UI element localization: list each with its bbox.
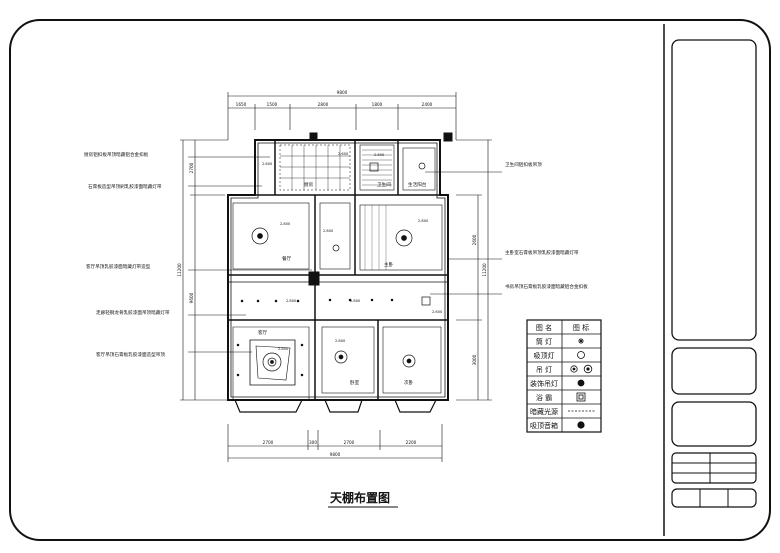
chandelier-icon xyxy=(334,350,348,364)
dim-bottom-1: 2700 xyxy=(263,440,274,445)
dim-left-lower: 9600 xyxy=(189,292,194,303)
room-second-bedroom: 次卧 xyxy=(404,379,414,386)
dimensions-right xyxy=(456,139,492,401)
annotation-right-3: 书房吊顶石膏板乳胶漆面暗藏铝合金扣板 xyxy=(505,283,588,290)
legend-row-name: 筒 灯 xyxy=(536,337,552,346)
room-kitchen: 厨房 xyxy=(304,181,314,188)
drawing-title: 天棚布置图 xyxy=(330,490,390,505)
room-living: 客厅 xyxy=(258,329,268,336)
dim-bottom-2: 300 xyxy=(309,440,317,445)
dim-bottom-3: 2700 xyxy=(344,440,355,445)
elevation-mark: 2.600 xyxy=(374,153,385,157)
dim-right-2: 11200 xyxy=(482,263,487,277)
elevation-mark: 2.600 xyxy=(262,162,273,166)
bath-heater-icon xyxy=(576,392,586,402)
title-block xyxy=(663,24,757,536)
dim-left-total: 11200 xyxy=(177,263,182,277)
ceiling-light-icon xyxy=(577,351,585,359)
legend-row-name: 装饰吊灯 xyxy=(530,379,558,388)
dim-top-2: 1500 xyxy=(267,102,278,107)
room-bathroom: 卫生间 xyxy=(377,181,391,188)
legend-row-name: 吸顶音箱 xyxy=(530,421,558,430)
room-bedroom: 卧室 xyxy=(350,379,360,386)
elevation-mark: 2.800 xyxy=(323,229,334,233)
dimensions-bottom xyxy=(227,424,443,462)
elevation-mark: 2.800 xyxy=(286,299,297,303)
legend-header-name: 图 名 xyxy=(536,323,552,332)
sheet-border xyxy=(9,19,771,541)
annotation-left-1: 厨房铝扣板吊顶暗藏铝合金扣板 xyxy=(84,151,149,158)
legend-row-name: 浴 霸 xyxy=(536,393,552,402)
dim-top-1: 1650 xyxy=(236,102,247,107)
legend-header-icon: 图 标 xyxy=(573,323,589,332)
chandelier-icon xyxy=(402,354,416,368)
dim-bottom-total: 9800 xyxy=(330,452,341,457)
annotation-left-5: 客厅吊顶石膏板乳胶漆面造型吊顶 xyxy=(96,351,165,358)
annotation-left-4: 走廊轻钢龙骨乳胶漆面吊顶暗藏灯带 xyxy=(96,309,170,316)
dim-right-3: 3000 xyxy=(472,354,477,365)
elevation-mark: 2.600 xyxy=(432,310,443,314)
floor-plan xyxy=(188,132,502,413)
annotation-left-2: 石膏板造型吊顶刷乳胶漆面暗藏灯带 xyxy=(88,183,162,190)
legend-row-name: 吊 灯 xyxy=(536,365,552,374)
annotation-left-3: 客厅吊顶乳胶漆面暗藏灯带造型 xyxy=(86,263,151,270)
dim-top-3: 2800 xyxy=(318,102,329,107)
dim-top-total: 9800 xyxy=(337,90,348,95)
decorative-pendant-icon xyxy=(577,379,585,387)
elevation-mark: 2.800 xyxy=(280,222,291,226)
bath-heater-icon xyxy=(421,296,431,306)
ceiling-speaker-icon xyxy=(577,421,585,429)
downlight-icon xyxy=(578,338,584,344)
light-fixtures xyxy=(236,162,431,377)
legend-row-name: 暗藏光源 xyxy=(530,407,558,416)
ceiling-light-icon xyxy=(418,162,426,170)
elevation-mark: 2.800 xyxy=(278,347,289,351)
elevation-mark: 2.600 xyxy=(338,152,349,156)
annotation-right-2: 主卧室石膏板吊顶乳胶漆面暗藏灯带 xyxy=(505,249,579,256)
annotation-right-1: 卫生间铝扣板吊顶 xyxy=(505,161,542,168)
dim-top-5: 2400 xyxy=(422,102,433,107)
pendant-light-icon xyxy=(570,364,593,374)
room-balcony: 生活阳台 xyxy=(408,181,427,188)
chandelier-icon xyxy=(251,227,269,245)
legend-row-name: 吸顶灯 xyxy=(534,351,555,360)
room-master-bedroom: 主卧 xyxy=(384,261,394,268)
dim-top-4: 1800 xyxy=(372,102,383,107)
elevation-mark: 2.800 xyxy=(335,339,346,343)
dim-right-1: 2600 xyxy=(472,234,477,245)
decorative-chandelier-icon xyxy=(262,352,282,372)
ceiling-light-icon xyxy=(332,244,340,252)
legend-table xyxy=(526,319,602,433)
dim-bottom-4: 2200 xyxy=(406,440,417,445)
dim-left-upper: 2700 xyxy=(189,162,194,173)
elevation-mark: 2.800 xyxy=(418,219,429,223)
bath-heater-icon xyxy=(369,162,379,172)
chandelier-icon xyxy=(395,229,413,247)
dimensions-top xyxy=(227,92,457,140)
room-dining: 餐厅 xyxy=(282,255,292,262)
elevation-mark: 2.800 xyxy=(350,299,361,303)
